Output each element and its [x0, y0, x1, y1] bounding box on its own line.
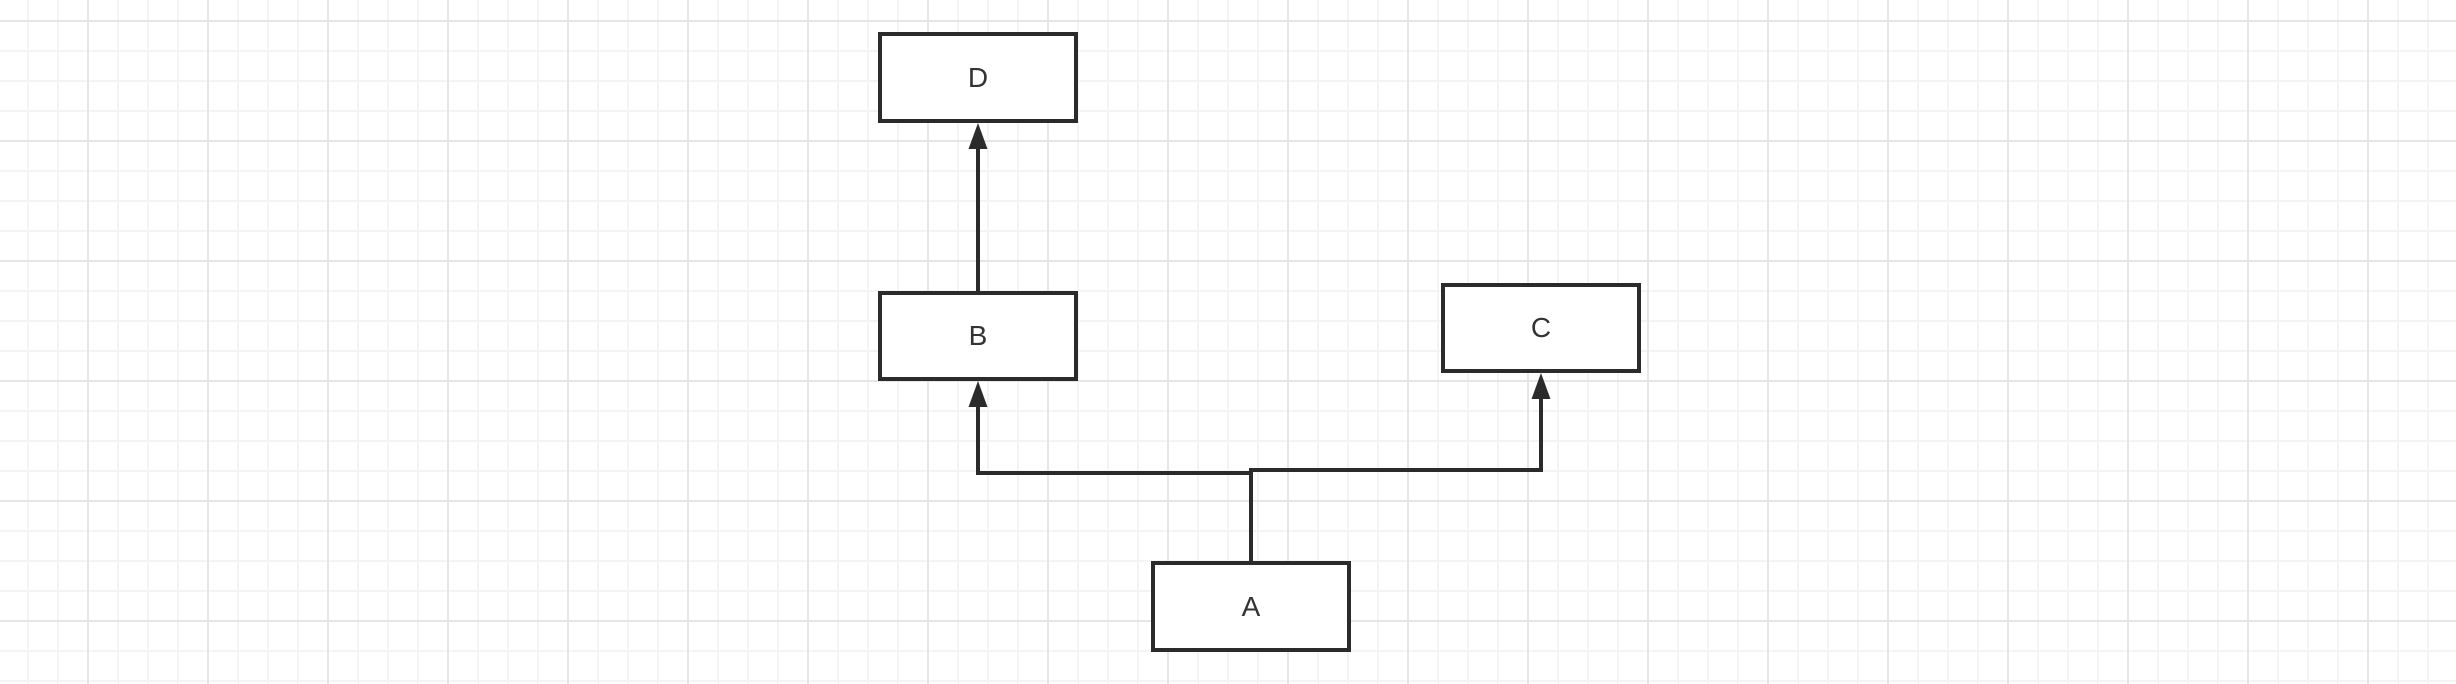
node-D[interactable]: D [878, 32, 1078, 123]
node-label-a: A [1241, 590, 1261, 622]
edge-A-to-B[interactable] [976, 407, 1253, 561]
node-label-b: B [968, 320, 988, 352]
node-A[interactable]: A [1151, 561, 1351, 652]
node-B[interactable]: B [878, 291, 1078, 381]
edge-A-to-C[interactable] [1249, 399, 1543, 561]
node-label-d: D [967, 61, 989, 93]
arrowhead-A-to-B[interactable] [968, 381, 988, 407]
arrowhead-A-to-C[interactable] [1531, 373, 1551, 399]
node-label-c: C [1530, 312, 1552, 344]
node-C[interactable]: C [1441, 283, 1641, 373]
arrowhead-B-to-D[interactable] [968, 123, 988, 149]
